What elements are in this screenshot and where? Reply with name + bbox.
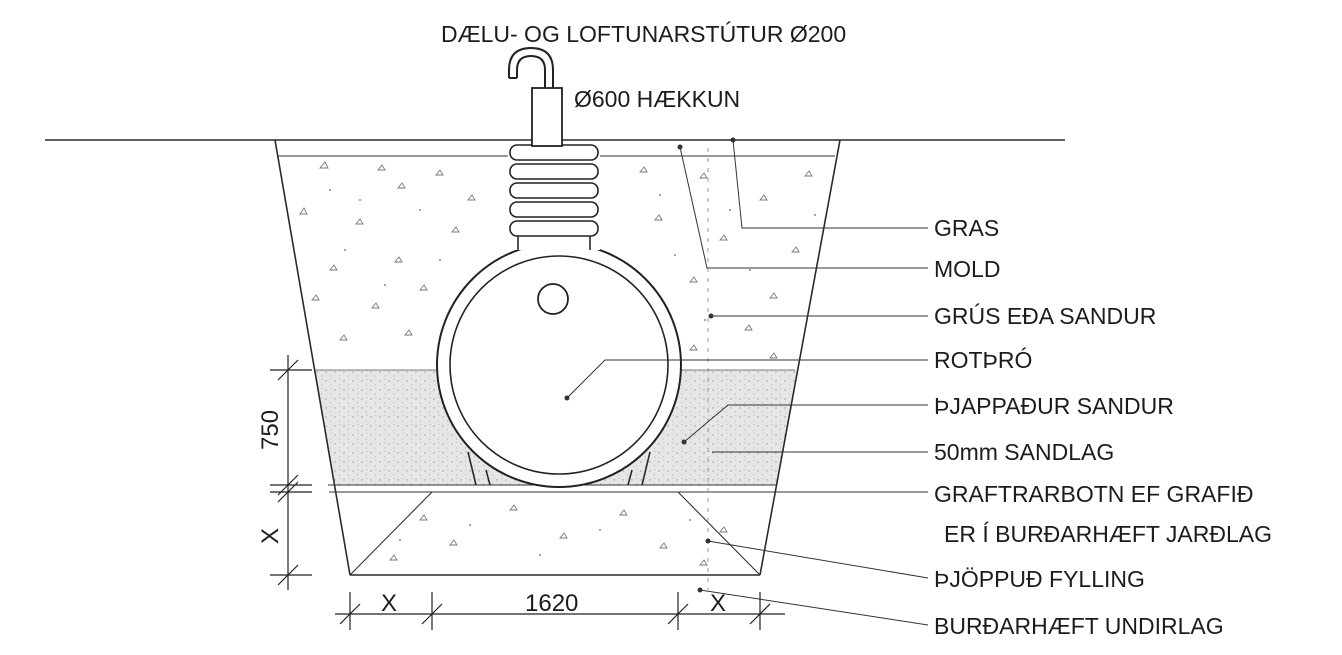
dim-x-vertical: X (257, 528, 284, 544)
label-bearing-base: BURÐARHÆFT UNDIRLAG (934, 613, 1224, 639)
dim-x-right: X (710, 590, 726, 617)
label-grus: GRÚS EÐA SANDUR (934, 303, 1156, 329)
vent-hook (516, 54, 546, 88)
soil-dots (329, 189, 816, 556)
riser-corrugated (508, 144, 600, 250)
label-compacted-fill: ÞJÖPPUÐ FYLLING (934, 566, 1145, 592)
label-compacted-sand: ÞJAPPAÐUR SANDUR (934, 393, 1174, 419)
vertical-dimension (270, 355, 312, 590)
vent-pipe (531, 87, 563, 147)
label-gras: GRAS (934, 215, 999, 241)
trench-left-wall (274, 139, 351, 576)
label-mold: MOLD (934, 256, 1000, 282)
trench-right-wall (759, 139, 841, 576)
label-rotthro: ROTÞRÓ (934, 347, 1032, 373)
riser-label: Ø600 HÆKKUN (574, 86, 740, 112)
leader-dots (564, 137, 736, 593)
label-excavation-bottom-2: ER Í BURÐARHÆFT JARÐLAG (944, 521, 1272, 547)
vent-title: DÆLU- OG LOFTUNARSTÚTUR Ø200 (441, 21, 846, 47)
horizontal-dimension (335, 592, 785, 630)
label-sand-bed: 50mm SANDLAG (934, 439, 1114, 465)
dim-750: 750 (257, 410, 284, 450)
tank-support-left (467, 451, 491, 486)
fill-diagonal-right (677, 491, 761, 576)
gravel-marks (299, 161, 813, 566)
tank-inlet (537, 283, 569, 315)
fill-diagonal-left (349, 491, 433, 576)
septic-tank-outer (436, 242, 682, 488)
leader-lines (566, 139, 929, 626)
dim-x-left: X (381, 590, 397, 617)
tank-support-right (627, 451, 651, 486)
dim-1620: 1620 (525, 590, 578, 617)
label-excavation-bottom-1: GRAFTRARBOTN EF GRAFIÐ (934, 481, 1253, 507)
septic-tank-inner (449, 255, 669, 475)
